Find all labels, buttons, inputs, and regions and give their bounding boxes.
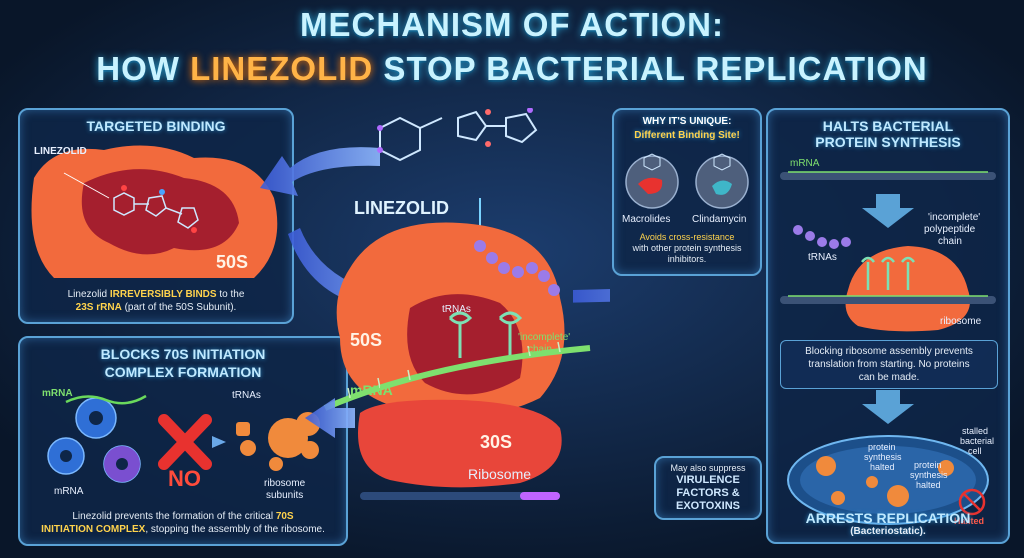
halted1-line1: protein bbox=[868, 442, 896, 452]
center-incomplete-line2: chain bbox=[528, 344, 552, 355]
unique-caption: Avoids cross-resistance with other prote… bbox=[618, 232, 756, 265]
unique-caption-line3: inhibitors. bbox=[667, 254, 707, 264]
halts-illustration bbox=[780, 171, 996, 525]
halted1-line3: halted bbox=[870, 462, 895, 472]
title-suffix: STOP BACTERIAL REPLICATION bbox=[373, 50, 928, 87]
blocks-caption-bold1: 70S bbox=[275, 511, 294, 522]
blocks-mrna-top-label: mRNA bbox=[42, 388, 73, 399]
virulence-line3: FACTORS & bbox=[676, 487, 740, 499]
halts-mrna-label: mRNA bbox=[790, 158, 820, 169]
halted2-line3: halted bbox=[916, 480, 941, 490]
blocks-caption-pre: Linezolid prevents the formation of the … bbox=[72, 511, 276, 522]
unique-title: WHY IT'S UNIQUE: bbox=[642, 116, 732, 127]
stalled-line2: bacterial bbox=[960, 436, 995, 446]
halts-synthesis-panel: HALTS BACTERIAL PROTEIN SYNTHESIS mRNA '… bbox=[766, 108, 1010, 544]
halts-caption-line1: Blocking ribosome assembly prevents bbox=[805, 346, 973, 357]
virulence-line4: EXOTOXINS bbox=[676, 500, 740, 512]
blocks-subunits-line1: ribosome bbox=[264, 478, 306, 489]
binding-linezolid-label: LINEZOLID bbox=[34, 146, 87, 157]
arrests-subtitle: (Bacteriostatic). bbox=[850, 526, 926, 537]
center-linezolid-label: LINEZOLID bbox=[354, 198, 449, 218]
halted1-line2: synthesis bbox=[864, 452, 902, 462]
blocks-no-label: NO bbox=[168, 466, 201, 491]
center-50s-label: 50S bbox=[350, 330, 383, 350]
binding-caption-bold1: IRREVERSIBLY BINDS bbox=[109, 289, 217, 300]
center-mrna-label: mRNA bbox=[350, 382, 393, 398]
unique-illustration bbox=[625, 153, 749, 209]
halts-incomplete-line2: polypeptide bbox=[924, 224, 976, 235]
binding-caption-pre: Linezolid bbox=[67, 289, 110, 300]
virulence-line2: VIRULENCE bbox=[676, 474, 740, 486]
halts-caption-line3: can be made. bbox=[858, 372, 920, 383]
blocks-caption-post: , stopping the assembly of the ribosome. bbox=[145, 524, 325, 535]
page-title-line1: MECHANISM OF ACTION: bbox=[300, 6, 724, 43]
blocks-caption: Linezolid prevents the formation of the … bbox=[28, 510, 338, 536]
halted2-line1: protein bbox=[914, 460, 942, 470]
blocks-mrna-bottom-label: mRNA bbox=[54, 486, 84, 497]
stalled-line3: cell bbox=[968, 446, 982, 456]
binding-caption-mid: to the bbox=[216, 289, 245, 300]
unique-caption-line2: with other protein synthesis bbox=[632, 243, 742, 253]
arrests-title: ARRESTS REPLICATION bbox=[805, 510, 971, 526]
binding-50s-label: 50S bbox=[216, 252, 249, 272]
binding-caption-post: (part of the 50S Subunit). bbox=[121, 302, 237, 313]
halts-caption-line2: translation from starting. No proteins bbox=[808, 359, 970, 370]
title-prefix: HOW bbox=[96, 50, 191, 87]
center-ribosome-label: Ribosome bbox=[468, 466, 532, 482]
unique-subtitle: Different Binding Site! bbox=[634, 130, 740, 141]
center-ribosome-illustration bbox=[260, 108, 610, 500]
virulence-line1: May also suppress bbox=[670, 463, 746, 473]
blocks-caption-bold2: INITIATION COMPLEX bbox=[41, 524, 146, 535]
center-incomplete-line1: 'incomplete' bbox=[518, 332, 571, 343]
halts-incomplete-line3: chain bbox=[938, 236, 962, 247]
blocks-title-line2: COMPLEX FORMATION bbox=[104, 364, 262, 380]
page-title-line2: HOW LINEZOLID STOP BACTERIAL REPLICATION bbox=[0, 50, 1024, 88]
halts-ribosome-label: ribosome bbox=[940, 316, 982, 327]
unique-caption-line1: Avoids cross-resistance bbox=[639, 232, 735, 242]
halts-title-line1: HALTS BACTERIAL bbox=[822, 118, 954, 134]
center-30s-label: 30S bbox=[480, 432, 513, 452]
halts-trnas-label: tRNAs bbox=[808, 252, 837, 263]
binding-caption: Linezolid IRREVERSIBLY BINDS to the 23S r… bbox=[30, 288, 282, 314]
halts-caption: Blocking ribosome assembly prevents tran… bbox=[780, 340, 998, 389]
stalled-line1: stalled bbox=[962, 426, 989, 436]
why-unique-panel: WHY IT'S UNIQUE: Different Binding Site!… bbox=[612, 108, 762, 276]
virulence-note: May also suppress VIRULENCE FACTORS & EX… bbox=[654, 456, 762, 520]
title-highlight: LINEZOLID bbox=[190, 50, 374, 87]
binding-illustration bbox=[31, 145, 278, 278]
halted2-line2: synthesis bbox=[910, 470, 948, 480]
blocks-trnas-label: tRNAs bbox=[232, 390, 261, 401]
targeted-binding-panel: TARGETED BINDING LINEZOLID 50S Linezolid… bbox=[18, 108, 294, 324]
blocks-subunits-line2: subunits bbox=[266, 490, 304, 501]
unique-clindamycin-label: Clindamycin bbox=[692, 214, 747, 225]
halted-badge: Hallted bbox=[954, 516, 985, 526]
binding-caption-bold2: 23S rRNA bbox=[75, 302, 122, 313]
halts-incomplete-line1: 'incomplete' bbox=[928, 212, 981, 223]
unique-macrolides-label: Macrolides bbox=[622, 214, 671, 225]
center-trnas-label: tRNAs bbox=[442, 304, 471, 315]
halts-title-line2: PROTEIN SYNTHESIS bbox=[815, 134, 961, 150]
targeted-binding-title: TARGETED BINDING bbox=[86, 118, 226, 134]
blocks-70s-panel: BLOCKS 70S INITIATION COMPLEX FORMATION … bbox=[18, 336, 348, 546]
blocks-title-line1: BLOCKS 70S INITIATION bbox=[100, 346, 266, 362]
